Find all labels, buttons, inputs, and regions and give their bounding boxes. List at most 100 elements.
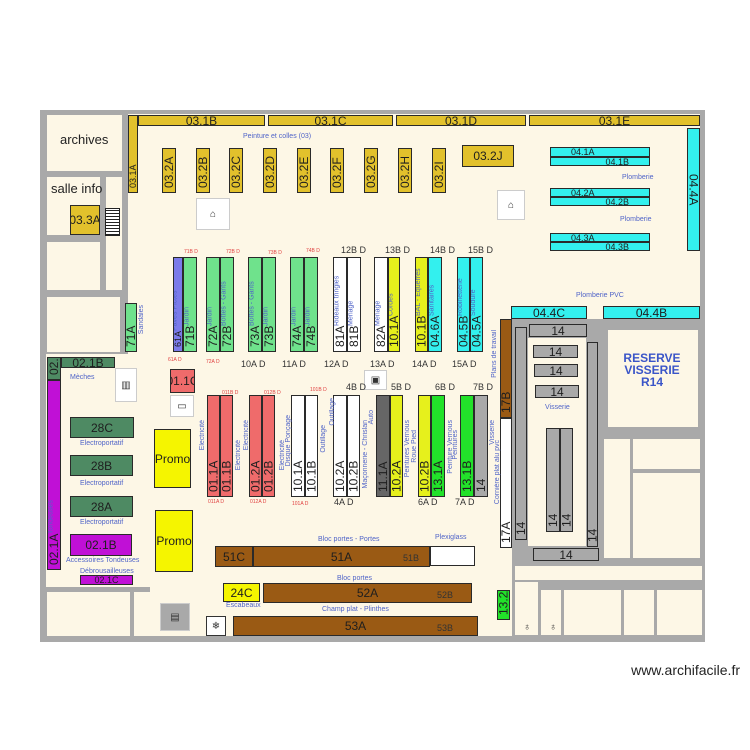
shelf-code: 04.4B (635, 306, 668, 319)
shelf-s03-2d[interactable]: 03.2D (263, 148, 277, 193)
shelf-s52a[interactable]: 52A (263, 583, 472, 603)
shelf-s03-2i[interactable]: 03.2I (432, 148, 446, 193)
shelf-s01-1a[interactable]: 01.1A (207, 395, 220, 497)
shelf-s28c[interactable]: 28C (70, 417, 134, 438)
shelf-s28b[interactable]: 28B (70, 455, 133, 476)
shelf-s02-1c[interactable]: 02.1C (80, 575, 133, 585)
shelf-s53a[interactable]: 53A (233, 616, 478, 636)
shelf-v14-5[interactable]: 14 (515, 327, 527, 540)
shelf-s03-1c[interactable]: 03.1C (268, 115, 393, 126)
shelf-v14-6[interactable]: 14 (587, 342, 598, 547)
shelf-s02-1b-top[interactable]: 02.1B (61, 357, 115, 368)
shelf-v14-4[interactable]: 14 (535, 385, 579, 398)
shelf-s01-2a[interactable]: 01.2A (249, 395, 262, 497)
shelf-s04-4b[interactable]: 04.4B (603, 306, 700, 319)
shelf-v14-8[interactable]: 14 (560, 428, 573, 532)
aisle-label-a74bd: 74B D (306, 248, 320, 254)
shelf-v14-7[interactable]: 14 (546, 428, 560, 532)
shelf-s10-1a[interactable]: 10.1A (291, 395, 305, 497)
shelf-s10-2b-w[interactable]: 10.2B (347, 395, 360, 497)
shelf-s02-1b[interactable]: 02.1B (70, 534, 132, 556)
shelf-s03-2a[interactable]: 03.2A (162, 148, 176, 193)
shelf-s03-3a[interactable]: 03.3A (70, 205, 100, 235)
shelf-s71a[interactable]: 71A (125, 303, 137, 352)
shelf-s03-2f[interactable]: 03.2F (330, 148, 344, 193)
shelf-s01-1c[interactable]: 01.1C (170, 369, 195, 393)
shelf-s51c[interactable]: 51C (215, 546, 253, 567)
shelf-s04-4c[interactable]: 04.4C (511, 306, 587, 319)
shelf-code: 14 (560, 513, 573, 527)
shelf-s14-a[interactable]: 14 (474, 395, 488, 497)
shelf-s13-2a[interactable]: 13.2A (497, 590, 510, 620)
shelf-s11-1a[interactable]: 11.1A (376, 395, 390, 497)
shelf-s04-1b[interactable]: 04.1B (550, 157, 650, 166)
shelf-s03-2j[interactable]: 03.2J (462, 145, 514, 167)
shelf-code: 61A (173, 330, 183, 347)
shelf-s10-1b[interactable]: 10.1B (305, 395, 318, 497)
shelf-s03-2c[interactable]: 03.2C (229, 148, 243, 193)
shelf-promo2[interactable]: Promo (155, 510, 193, 572)
shelf-category-label: Ménage (374, 300, 382, 326)
shelf-s04-3a[interactable]: 04.3A (550, 233, 650, 242)
shelf-s03-2e[interactable]: 03.2E (297, 148, 311, 193)
shelf-s51a[interactable]: 51A (253, 546, 430, 567)
shelf-v14-9[interactable]: 14 (533, 548, 599, 561)
shelf-s17a[interactable]: 17A (500, 418, 512, 548)
shelf-s01-2b[interactable]: 01.2B (262, 395, 275, 497)
shelf-s04-2b[interactable]: 04.2B (550, 197, 650, 206)
shelf-code: 14 (587, 528, 598, 542)
shelf-code: 13.1B (460, 460, 474, 492)
shelf-s01-1b[interactable]: 01.1B (220, 395, 233, 497)
shelf-s02-1a-small[interactable]: 02.1A (47, 357, 61, 380)
shelf-code: 03.2I (432, 161, 446, 188)
toilet-icon: ♁ (523, 621, 531, 633)
shelf-v14-3[interactable]: 14 (534, 364, 578, 377)
shelf-s03-2b[interactable]: 03.2B (196, 148, 210, 193)
shelf-s04-2a[interactable]: 04.2A (550, 188, 650, 197)
shelf-s04-1a[interactable]: 04.1A (550, 147, 650, 157)
category-label-champ-plat: Champ plat - Plinthes (322, 606, 389, 613)
shelf-s28a[interactable]: 28A (70, 496, 133, 517)
shelf-s13-1b[interactable]: 13.1B (460, 395, 474, 497)
shelf-code: 03.3A (70, 213, 100, 227)
shelf-s03-1a[interactable]: 03.1A (128, 115, 138, 193)
shelf-s10-2b-y[interactable]: 10.2B (418, 395, 431, 497)
shelf-promo1[interactable]: Promo (154, 429, 191, 488)
shelf-s24c[interactable]: 24C (223, 583, 260, 602)
shelf-s17b[interactable]: 17B (500, 319, 512, 418)
category-label-corniere: Cornière plat alu pvc (494, 440, 501, 505)
shelf-s10-2a-y[interactable]: 10.2A (390, 395, 403, 497)
category-label-maconnerie: Maçonnerie - Chrislan (362, 420, 369, 489)
shelf-s03-2g[interactable]: 03.2G (364, 148, 378, 193)
shelf-s03-1d[interactable]: 03.1D (396, 115, 526, 126)
shelf-s03-1b[interactable]: 03.1B (138, 115, 265, 126)
shelf-s03-1e[interactable]: 03.1E (529, 115, 700, 126)
shelf-plexiglass[interactable] (430, 546, 475, 566)
shelf-v14-2[interactable]: 14 (533, 345, 578, 358)
shelf-s13-1a[interactable]: 13.1A (431, 395, 445, 497)
shelf-v14-1[interactable]: 14 (529, 324, 587, 337)
shelf-s04-4a[interactable]: 04.4A (687, 128, 700, 251)
shelf-code: 01.1A (207, 460, 220, 492)
room-small-2 (47, 297, 120, 352)
shelf-s04-3b[interactable]: 04.3B (550, 242, 650, 251)
shelf-s03-2h[interactable]: 03.2H (398, 148, 412, 193)
category-label-visserie2: Visserie (545, 404, 570, 411)
